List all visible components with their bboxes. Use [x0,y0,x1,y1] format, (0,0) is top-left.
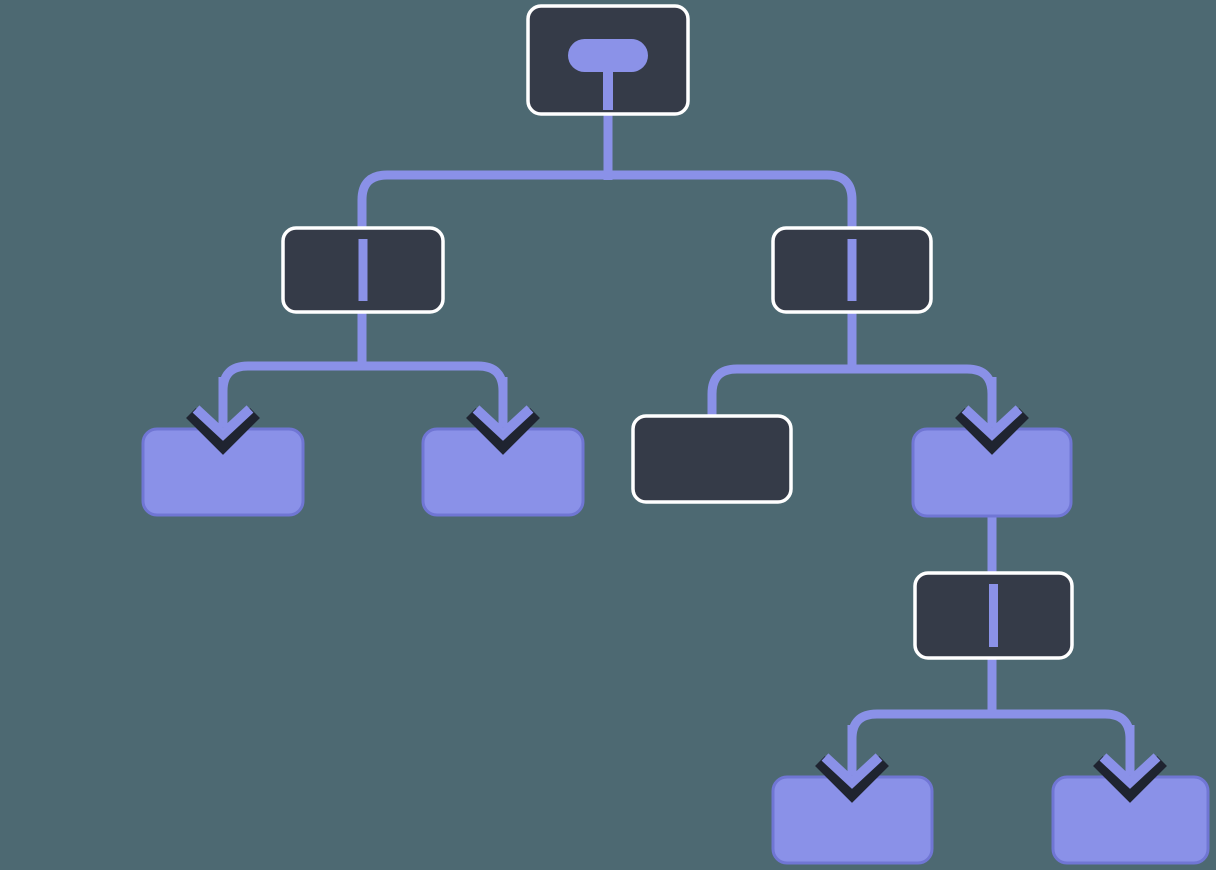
chevron-shadow-icon [466,408,540,455]
pass-through-line-icon [989,584,998,647]
plain-dark-node[interactable] [631,414,793,504]
branch-node-lower[interactable] [913,571,1074,660]
pass-through-line-icon [847,239,857,301]
plain-dark-node-box[interactable] [631,414,793,504]
edge-right-branch-span [707,364,997,421]
arrow-into-leaf-2 [466,377,540,455]
root-node[interactable] [526,4,690,116]
arrow-into-leaf-4 [815,725,889,803]
arrow-into-leaf-5 [1093,725,1167,803]
chevron-shadow-icon [815,756,889,803]
arrow-down-icon [192,405,254,441]
arrow-down-icon [821,753,883,789]
chevron-shadow-icon [186,408,260,455]
node-layer [141,4,1210,865]
arrow-into-leaf-1 [186,377,260,455]
pill-stem-icon [603,68,613,110]
arrow-layer [186,377,1167,803]
branch-node-left[interactable] [281,226,445,314]
arrow-down-icon [961,405,1023,441]
edge-root-branch-span [357,170,857,231]
chevron-shadow-icon [1093,756,1167,803]
arrow-into-leaf-3 [955,377,1029,455]
chevron-shadow-icon [955,408,1029,455]
branch-node-right[interactable] [771,226,933,314]
arrow-down-icon [472,405,534,441]
edge-left-branch-span [218,361,508,421]
arrow-down-icon [1099,753,1161,789]
pass-through-line-icon [358,239,368,301]
edge-lower-branch-span [847,709,1135,769]
subtree-pill-icon [568,39,648,72]
